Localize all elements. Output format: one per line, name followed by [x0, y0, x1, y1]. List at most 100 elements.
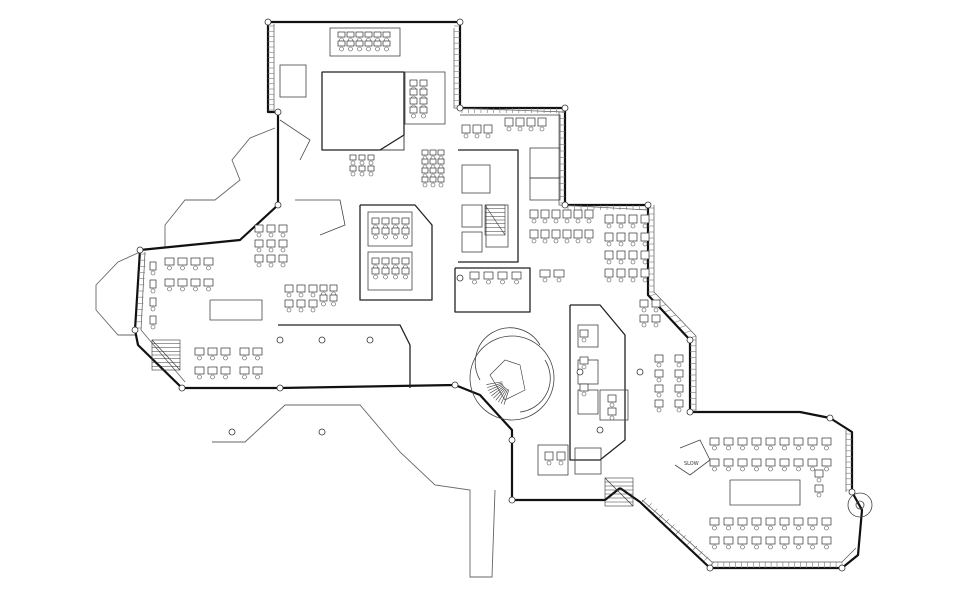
chair [359, 160, 365, 166]
chair [630, 223, 636, 229]
desk [266, 254, 276, 263]
column [136, 246, 144, 254]
chair [286, 292, 292, 298]
chair [609, 415, 615, 421]
chair [676, 407, 682, 413]
desk [751, 458, 762, 467]
desk [284, 284, 294, 293]
desk [639, 314, 649, 323]
desk [779, 517, 790, 526]
desk [409, 106, 418, 114]
desk [346, 40, 355, 47]
column [706, 564, 714, 572]
desk [254, 224, 264, 233]
desk [674, 399, 684, 408]
desk [779, 458, 790, 467]
facade-hatch [649, 293, 657, 297]
column [456, 104, 464, 112]
desk [793, 458, 804, 467]
desk [654, 369, 664, 378]
desk [367, 154, 375, 161]
chair [373, 274, 378, 280]
desk [640, 268, 650, 278]
chair [740, 525, 745, 531]
desk [296, 284, 306, 293]
chair [321, 301, 326, 307]
chair [255, 355, 260, 361]
desk [654, 384, 664, 393]
desk [319, 284, 328, 292]
chair [514, 279, 519, 285]
chair [712, 466, 717, 472]
desk [616, 214, 626, 224]
chair [642, 277, 648, 283]
chair [517, 126, 523, 132]
column [644, 201, 652, 209]
desk [252, 366, 263, 375]
chair [642, 223, 648, 229]
desk [539, 269, 551, 278]
desk [419, 97, 428, 105]
chair [810, 544, 815, 550]
desk [751, 536, 762, 545]
chair [463, 133, 469, 139]
chair [393, 274, 398, 280]
desk [814, 484, 824, 493]
desk [793, 437, 804, 446]
facade-hatch [704, 556, 709, 561]
chair [824, 544, 829, 550]
desk [266, 224, 276, 233]
chair [740, 466, 745, 472]
desk [164, 278, 175, 287]
chair [581, 391, 587, 397]
desk [654, 354, 664, 363]
column [826, 414, 834, 422]
chair [539, 126, 545, 132]
chair [403, 234, 408, 240]
desk [266, 239, 276, 248]
chair [256, 232, 262, 238]
desk [584, 229, 594, 239]
desk [401, 227, 410, 235]
desk [737, 458, 748, 467]
desk [472, 124, 482, 134]
desk [544, 451, 554, 461]
chair [268, 232, 274, 238]
facade-hatch [675, 529, 681, 535]
stair-tread [487, 382, 503, 388]
desk [371, 257, 380, 265]
chair [653, 322, 659, 328]
chair [310, 292, 316, 298]
chair [754, 525, 759, 531]
column [508, 436, 516, 444]
chair [485, 133, 491, 139]
chair [298, 307, 304, 313]
chair [310, 307, 316, 313]
desk [284, 299, 294, 308]
desk [381, 267, 390, 275]
stair-tread [488, 383, 503, 391]
desk [355, 31, 364, 38]
column [686, 336, 694, 344]
stairs [151, 204, 873, 518]
columns [131, 18, 856, 572]
desk [149, 279, 157, 289]
stair-tread [486, 381, 503, 385]
chair [642, 241, 648, 247]
column [318, 428, 326, 436]
chair [810, 525, 815, 531]
chair [350, 160, 356, 166]
desk [308, 299, 318, 308]
desk [371, 217, 380, 225]
desk [429, 176, 437, 183]
chair [641, 307, 647, 313]
desk [194, 347, 205, 356]
chair [474, 133, 480, 139]
desk [337, 40, 346, 47]
chair [618, 259, 624, 265]
desk [461, 124, 471, 134]
desk [355, 40, 364, 47]
chair [824, 445, 829, 451]
desk [807, 517, 818, 526]
desk [203, 257, 214, 266]
